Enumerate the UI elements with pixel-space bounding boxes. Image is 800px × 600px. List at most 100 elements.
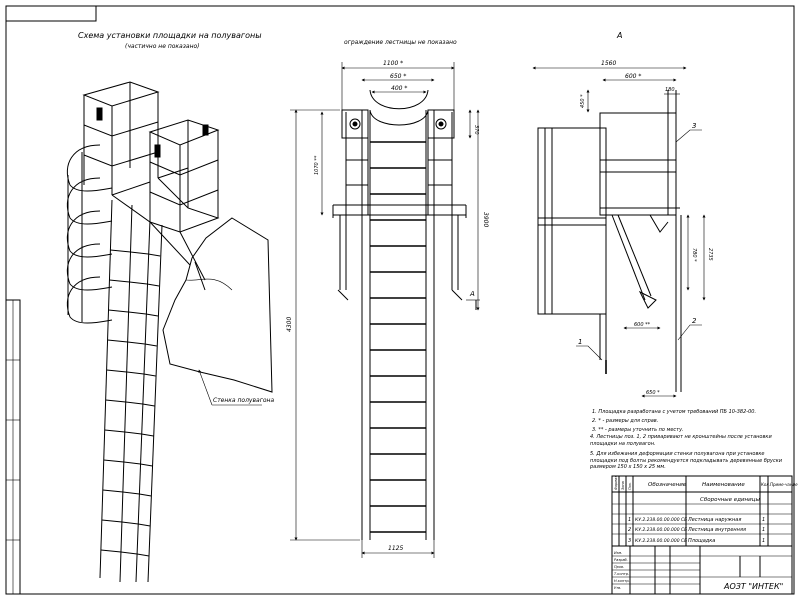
iso-rung xyxy=(148,253,161,257)
iso-rung xyxy=(102,489,123,493)
iso-rung xyxy=(137,553,150,557)
iso-rung xyxy=(140,463,153,467)
dim-inner-width: 400 * xyxy=(391,85,407,92)
spec-designation: КУ.2.238.00.00.000 СБ xyxy=(635,527,687,533)
iso-rung xyxy=(106,369,127,373)
iso-rung xyxy=(100,549,121,553)
front-view: ограждение лестницы не показано xyxy=(286,39,489,558)
iso-rung xyxy=(107,339,128,343)
iso-wall-label: Стенка полувагона xyxy=(213,397,274,404)
callout-1: 1 xyxy=(578,338,582,346)
iso-ladder-rungs xyxy=(100,249,161,557)
iso-rung xyxy=(101,519,122,523)
iso-rung xyxy=(141,433,154,437)
side-dimensions: 1560 600 * 180 450 * 780 * 2735 600 ** 6… xyxy=(532,60,713,398)
spec-name: Лестница наружная xyxy=(687,517,741,523)
tb-company: АОЗТ "ИНТЕК" xyxy=(723,582,783,591)
dim-left-vertical: 1070 ** xyxy=(314,155,320,175)
note-4: 4. Лестницы поз. 1, 2 приваривают не кро… xyxy=(590,434,772,447)
hdr-name: Наименование xyxy=(702,482,745,488)
dim-right-vertical: 3900 xyxy=(482,212,489,227)
callout-3: 3 xyxy=(692,122,696,130)
left-stamp xyxy=(5,299,21,595)
front-platform xyxy=(332,112,467,218)
front-ladder-rungs xyxy=(370,141,426,533)
iso-rung xyxy=(127,341,145,345)
iso-rung xyxy=(138,523,151,527)
tb-row-label: Н.контр. xyxy=(614,579,630,583)
iso-rung xyxy=(142,403,155,407)
corner-stamp-box xyxy=(5,5,97,22)
iso-rung xyxy=(130,251,149,255)
front-brackets xyxy=(337,215,463,301)
dim-bottom-left: 600 ** xyxy=(634,322,651,328)
iso-rung xyxy=(109,279,130,283)
iso-rung xyxy=(103,459,124,463)
iso-post-mark xyxy=(154,144,161,158)
dim-foot: 650 * xyxy=(646,390,660,396)
hdr-designation: Обозначение xyxy=(648,482,687,488)
spec-pos: 3 xyxy=(628,538,631,544)
hdr-format: Формат xyxy=(614,475,618,490)
dim-platform: 600 * xyxy=(625,73,641,80)
front-ladder xyxy=(361,89,435,540)
dim-stay-inner: 780 * xyxy=(691,248,697,262)
iso-rung xyxy=(139,493,152,497)
dim-full-height: 4300 xyxy=(286,317,293,332)
hdr-note: Приме-чание xyxy=(770,482,798,487)
iso-rung xyxy=(108,309,129,313)
side-callouts: 3 2 1 xyxy=(576,122,702,361)
side-title: A xyxy=(616,31,622,40)
spec-qty: 1 xyxy=(762,517,765,523)
spec-section: Сборочные единицы xyxy=(700,497,760,503)
iso-rung xyxy=(120,551,138,555)
callout-2: 2 xyxy=(692,317,697,325)
spec-pos: 2 xyxy=(628,527,631,533)
spec-name: Лестница внутренняя xyxy=(687,527,746,533)
dim-right-upper: 370 xyxy=(473,125,479,135)
hdr-zone: Зона xyxy=(621,481,625,490)
iso-rung xyxy=(125,401,143,405)
dim-overall: 1560 xyxy=(601,60,616,67)
iso-wall-leader: Стенка полувагона xyxy=(198,369,274,406)
isometric-view: Схема установки площадки на полувагоны (… xyxy=(66,31,274,583)
iso-ladder xyxy=(99,199,163,583)
iso-post-mark xyxy=(202,124,209,136)
iso-rung xyxy=(144,343,157,347)
wagon-wall-shape xyxy=(162,217,273,393)
iso-rung xyxy=(126,371,144,375)
front-title: ограждение лестницы не показано xyxy=(344,39,457,46)
dim-top-gap: 450 * xyxy=(580,94,586,108)
note-3: 3. ** - размеры уточнить по месту. xyxy=(592,427,684,433)
front-dimensions: 1100 * 650 * 400 * 370 1070 ** 3900 4300… xyxy=(286,60,489,558)
side-view: A 1560 600 * 180 xyxy=(532,31,713,398)
note-5: 5. Для избежания деформации стенки полув… xyxy=(590,451,783,470)
spec-qty: 1 xyxy=(762,538,765,544)
tb-row-label: Пров. xyxy=(614,565,624,569)
notes-block: 1. Площадка разработана с учетом требова… xyxy=(590,409,783,470)
iso-rung xyxy=(145,313,159,317)
dim-bottom-width: 1125 xyxy=(388,545,403,552)
hdr-pos: Поз. xyxy=(628,482,632,490)
spec-name: Площадка xyxy=(688,538,715,544)
iso-title: Схема установки площадки на полувагоны xyxy=(78,31,262,40)
spec-designation: КУ.2.238.00.00.000 СБ xyxy=(635,538,687,544)
spec-pos: 1 xyxy=(628,517,631,523)
dim-stay-outer: 2735 xyxy=(707,248,713,261)
hdr-qty: Кол. xyxy=(761,482,770,487)
iso-subtitle: (частично не показано) xyxy=(125,43,200,50)
title-block: Изм. Разраб. Пров. Т.контр. Н.контр. Утв… xyxy=(611,545,793,595)
iso-rung xyxy=(128,311,147,315)
iso-rung xyxy=(110,249,131,253)
iso-rung xyxy=(122,491,140,495)
dim-post-offset: 180 xyxy=(665,87,675,93)
note-1: 1. Площадка разработана с учетом требова… xyxy=(592,409,756,415)
iso-rung xyxy=(123,461,141,465)
dim-mid-width: 650 * xyxy=(390,73,406,80)
tb-row-label: Изм. xyxy=(614,551,622,555)
iso-post-mark xyxy=(96,107,103,121)
spec-qty: 1 xyxy=(762,527,765,533)
note-2: 2. * - размеры для справ. xyxy=(592,418,658,424)
iso-rung xyxy=(105,399,126,403)
dim-top-width: 1100 * xyxy=(383,60,403,67)
